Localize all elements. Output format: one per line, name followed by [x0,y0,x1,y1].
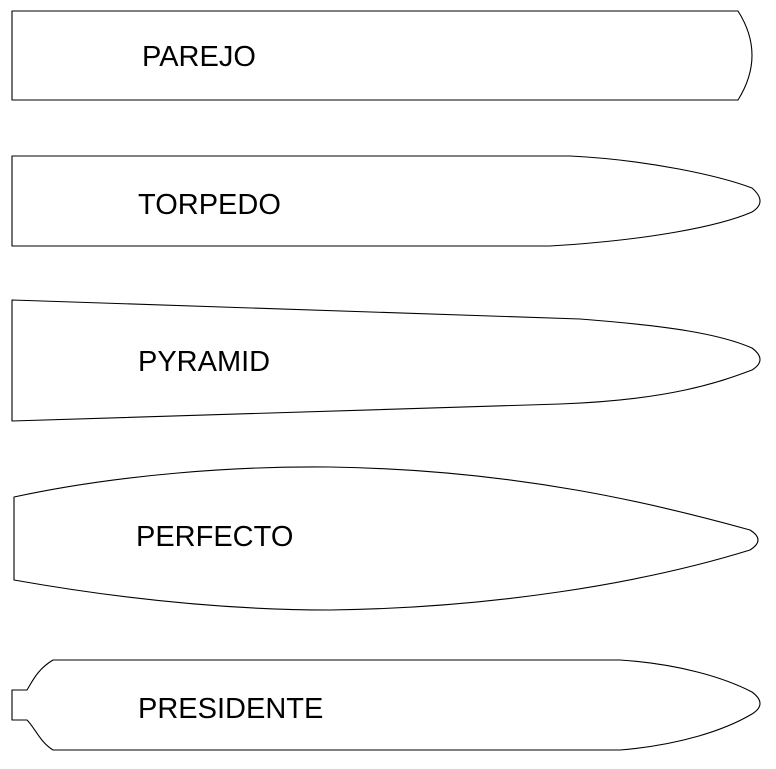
pyramid-outline [11,299,761,422]
presidente-outline [11,659,761,751]
parejo-shape: PAREJO [11,10,753,101]
perfecto-outline [13,466,759,611]
pyramid-shape: PYRAMID [11,299,761,422]
presidente-label: PRESIDENTE [138,693,323,725]
torpedo-shape: TORPEDO [11,155,761,247]
torpedo-outline [11,155,761,247]
presidente-shape: PRESIDENTE [11,659,761,751]
parejo-outline [11,10,753,101]
parejo-label: PAREJO [142,41,256,73]
torpedo-label: TORPEDO [138,189,281,221]
pyramid-label: PYRAMID [138,346,270,378]
perfecto-shape: PERFECTO [13,466,759,611]
perfecto-label: PERFECTO [136,521,293,553]
